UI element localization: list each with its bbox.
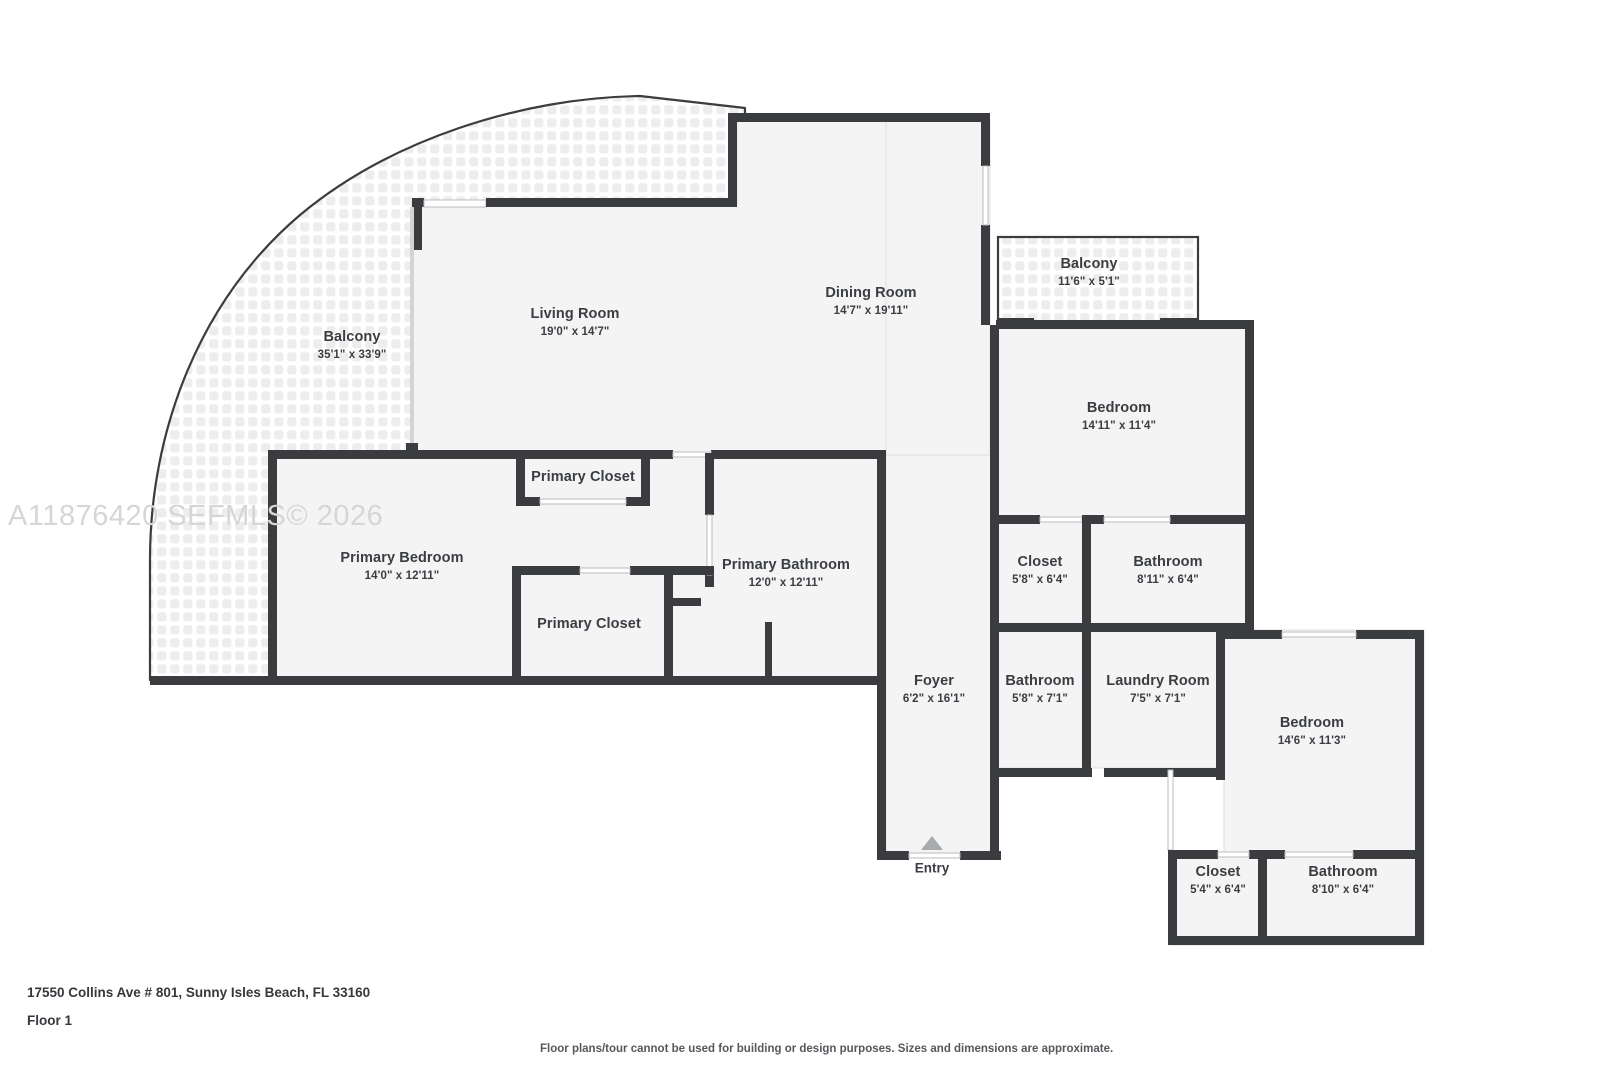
floor-label: Floor 1 <box>27 1013 73 1028</box>
room-floor-fills <box>271 119 1425 946</box>
mls-watermark: A11876420 SEFMLS© 2026 <box>8 500 384 532</box>
walls <box>150 113 1424 945</box>
balcony-bedroom-shape <box>996 235 1200 327</box>
entry-label: Entry <box>914 860 950 876</box>
property-address: 17550 Collins Ave # 801, Sunny Isles Bea… <box>27 985 371 1000</box>
disclaimer-text: Floor plans/tour cannot be used for buil… <box>540 1043 1114 1055</box>
entry-arrow-icon <box>921 836 943 850</box>
